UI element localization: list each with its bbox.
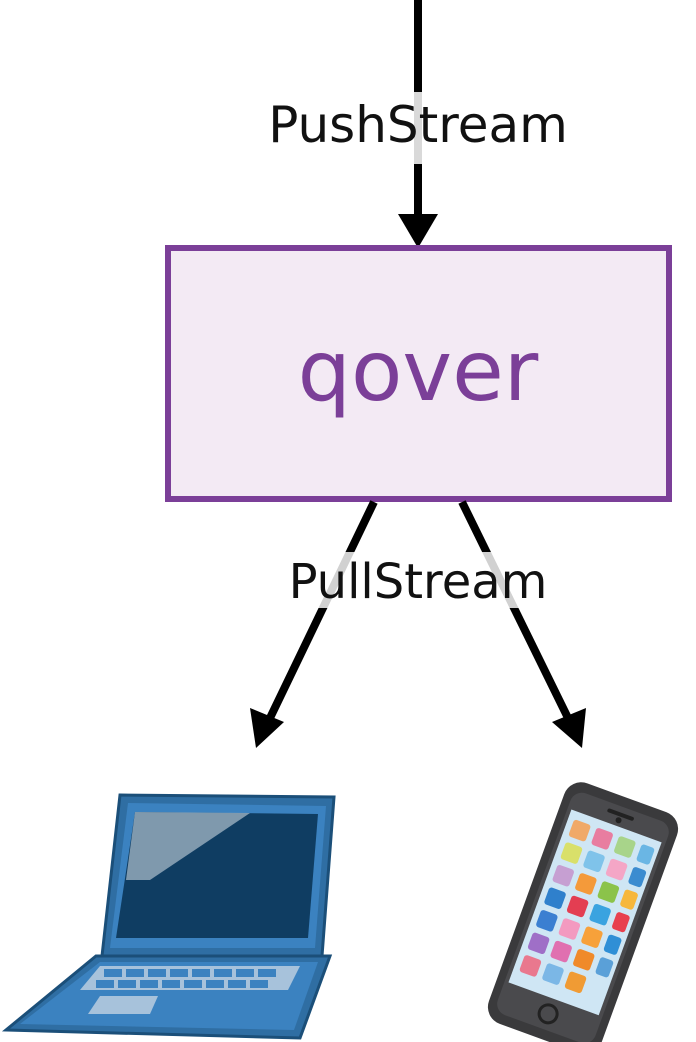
qover-node: qover <box>165 245 672 502</box>
pull-stream-arrow-phone <box>458 500 586 748</box>
qover-node-label: qover <box>298 322 539 420</box>
push-stream-label: PushStream <box>268 96 568 154</box>
smartphone-icon <box>487 782 679 1042</box>
pull-stream-label: PullStream <box>289 554 548 610</box>
pull-label-bg <box>280 552 550 608</box>
pull-stream-arrow-laptop <box>250 500 378 748</box>
laptop-icon <box>1 793 336 1040</box>
push-label-bg <box>266 92 566 164</box>
